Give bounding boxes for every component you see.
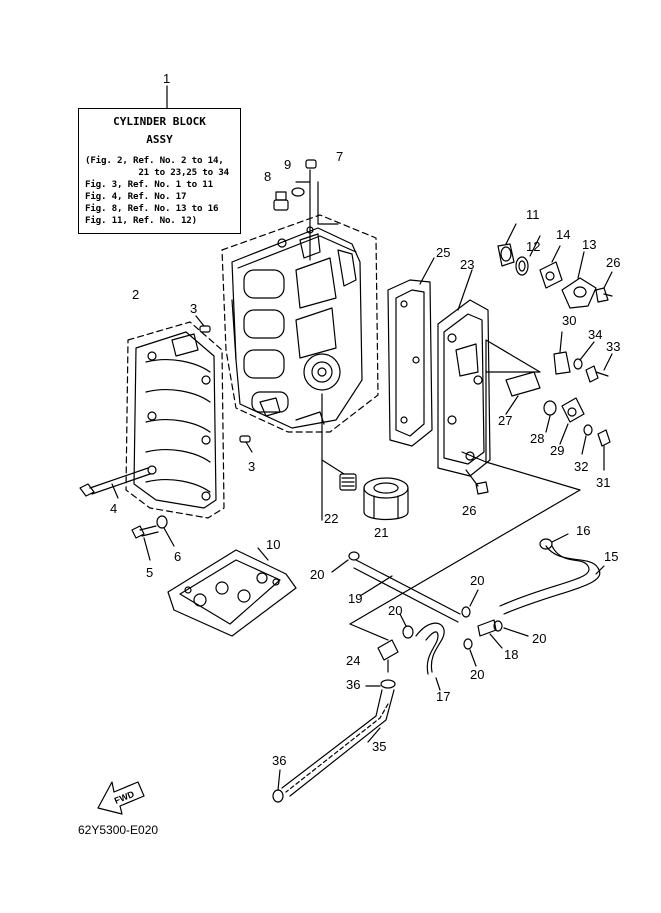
callout-30: 30 bbox=[562, 313, 577, 328]
callout-36: 36 bbox=[272, 753, 287, 768]
callout-20: 20 bbox=[310, 567, 325, 582]
legend-line-4: Fig. 4, Ref. No. 17 bbox=[85, 191, 187, 202]
callout-8: 8 bbox=[264, 169, 272, 184]
bolt-5 bbox=[131, 525, 159, 561]
clip-20a bbox=[348, 551, 360, 561]
plate-30 bbox=[553, 331, 571, 375]
callout-14: 14 bbox=[556, 227, 571, 242]
gasket-10 bbox=[167, 547, 297, 637]
callout-23: 23 bbox=[460, 257, 475, 272]
hose-15 bbox=[499, 545, 605, 615]
screw-7 bbox=[305, 159, 317, 169]
legend-title-line2: ASSY bbox=[146, 133, 173, 146]
gasket-12 bbox=[515, 256, 529, 276]
clip-20c bbox=[402, 625, 414, 639]
spring-28 bbox=[543, 400, 557, 433]
bolt-4 bbox=[79, 467, 151, 499]
callout-33: 33 bbox=[606, 339, 621, 354]
washer-9 bbox=[291, 187, 305, 197]
thermostat-cover-13 bbox=[561, 277, 597, 309]
clip-16 bbox=[539, 533, 569, 550]
callout-20: 20 bbox=[388, 603, 403, 618]
legend-title-line1: CYLINDER BLOCK bbox=[113, 115, 206, 128]
fwd-arrow-icon bbox=[97, 781, 145, 815]
thermostat-14 bbox=[539, 261, 563, 289]
callout-20: 20 bbox=[470, 667, 485, 682]
washer-34 bbox=[573, 341, 595, 370]
bolt-26-lower bbox=[465, 469, 489, 495]
clip-20d bbox=[493, 620, 503, 632]
washer-6 bbox=[156, 515, 175, 547]
legend-line-5: Fig. 8, Ref. No. 13 to 16 bbox=[85, 203, 219, 214]
callout-7: 7 bbox=[336, 149, 344, 164]
joint-24 bbox=[377, 639, 399, 673]
callout-21: 21 bbox=[374, 525, 389, 540]
clip-20b bbox=[461, 606, 471, 618]
callout-11: 11 bbox=[526, 207, 540, 222]
clip-36-upper bbox=[365, 679, 396, 689]
callout-27: 27 bbox=[498, 413, 513, 428]
gasket-25 bbox=[387, 257, 435, 447]
legend-line-2: 21 to 23,25 to 34 bbox=[85, 167, 229, 178]
dowel-pin-lower bbox=[239, 435, 251, 443]
clip-20e bbox=[463, 638, 473, 650]
diagram-code: 62Y5300-E020 bbox=[78, 823, 159, 837]
callout-28: 28 bbox=[530, 431, 545, 446]
union-bolt-22 bbox=[339, 473, 357, 491]
joint-18 bbox=[477, 619, 503, 649]
cylinder-block bbox=[221, 214, 379, 433]
washer-32 bbox=[581, 424, 593, 455]
callout-20: 20 bbox=[470, 573, 485, 588]
bolt-33 bbox=[585, 353, 613, 383]
dowel-pin-upper bbox=[199, 325, 211, 333]
pipe-19 bbox=[353, 559, 461, 623]
cylinder-head bbox=[125, 321, 225, 519]
callout-26: 26 bbox=[606, 255, 621, 270]
callout-26: 26 bbox=[462, 503, 477, 518]
thermostat-cover-11 bbox=[497, 243, 515, 267]
callout-32: 32 bbox=[574, 459, 589, 474]
callout-24: 24 bbox=[346, 653, 361, 668]
cover-29 bbox=[559, 397, 585, 445]
guide-line-19 bbox=[349, 489, 581, 625]
callout-4: 4 bbox=[110, 501, 118, 516]
callout-36: 36 bbox=[346, 677, 361, 692]
hose-17 bbox=[415, 622, 445, 691]
callout-29: 29 bbox=[550, 443, 565, 458]
hose-35 bbox=[281, 689, 395, 797]
callout-1: 1 bbox=[163, 71, 171, 86]
legend-line-1: (Fig. 2, Ref. No. 2 to 14, bbox=[85, 155, 224, 166]
legend-line-3: Fig. 3, Ref. No. 1 to 11 bbox=[85, 179, 213, 190]
callout-9: 9 bbox=[284, 157, 292, 172]
callout-18: 18 bbox=[504, 647, 519, 662]
callout-17: 17 bbox=[436, 689, 451, 704]
callout-34: 34 bbox=[588, 327, 603, 342]
callout-25: 25 bbox=[436, 245, 451, 260]
legend-line-6: Fig. 11, Ref. No. 12) bbox=[85, 215, 197, 226]
cylinder-block-assy-legend: CYLINDER BLOCK ASSY (Fig. 2, Ref. No. 2 … bbox=[78, 108, 241, 234]
callout-12: 12 bbox=[526, 239, 541, 254]
callout-20: 20 bbox=[532, 631, 547, 646]
callout-22: 22 bbox=[324, 511, 339, 526]
valve-27 bbox=[505, 371, 541, 415]
clip-36-lower bbox=[272, 769, 284, 803]
callout-6: 6 bbox=[174, 549, 182, 564]
callout-13: 13 bbox=[582, 237, 597, 252]
exhaust-cover-23 bbox=[437, 299, 491, 477]
callout-5: 5 bbox=[146, 565, 154, 580]
callout-15: 15 bbox=[604, 549, 619, 564]
callout-2: 2 bbox=[132, 287, 140, 302]
oil-filter-21 bbox=[363, 477, 409, 521]
callout-31: 31 bbox=[596, 475, 611, 490]
plug-8 bbox=[273, 191, 289, 211]
callout-10: 10 bbox=[266, 537, 281, 552]
callout-35: 35 bbox=[372, 739, 387, 754]
callout-19: 19 bbox=[348, 591, 363, 606]
callout-16: 16 bbox=[576, 523, 591, 538]
bolt-26-upper bbox=[595, 287, 613, 303]
callout-3: 3 bbox=[248, 459, 256, 474]
bolt-31 bbox=[597, 429, 611, 471]
callout-3: 3 bbox=[190, 301, 198, 316]
